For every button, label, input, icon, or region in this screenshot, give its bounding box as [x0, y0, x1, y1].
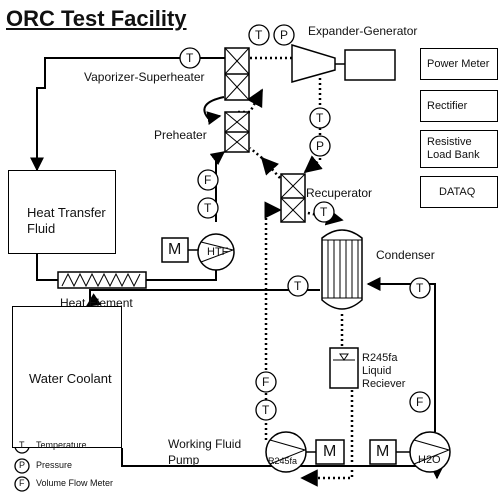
h2o-pump	[409, 431, 451, 473]
dataq-box: DATAQ	[420, 176, 498, 208]
rectifier-box: Rectifier	[420, 90, 498, 122]
heat-transfer-fluid-block: Heat Transfer Fluid	[8, 170, 116, 254]
working-fluid-pump-label: Working Fluid Pump	[168, 437, 242, 467]
heat-transfer-fluid-label: Heat Transfer Fluid	[27, 205, 106, 236]
heat-element	[57, 271, 147, 289]
expander	[291, 43, 336, 83]
legend-pressure-text: Pressure	[36, 460, 73, 470]
temp-sensor-water-out: T	[294, 279, 302, 293]
expander-generator-label: Expander-Generator	[308, 24, 418, 38]
vaporizer-superheater-label: Vaporizer-Superheater	[84, 70, 205, 84]
temp-sensor-expander-in: T	[255, 28, 263, 42]
h2o-motor-label: M	[376, 443, 390, 460]
pressure-sensor-expander-out: P	[316, 139, 325, 153]
r245fa-pump	[265, 431, 307, 473]
r245fa-motor-label: M	[323, 443, 337, 460]
condenser-label: Condenser	[376, 248, 435, 262]
receiver-tank	[329, 347, 359, 389]
temp-sensor-recuperator: T	[320, 205, 328, 219]
htf-pump	[197, 233, 235, 271]
generator	[344, 49, 396, 81]
htf-motor-label: M	[168, 241, 182, 258]
temp-sensor-htf-return: T	[204, 201, 212, 215]
r245fa-pump-label: R245fa	[268, 456, 298, 466]
legend-temperature-text: Temperature	[36, 440, 87, 450]
resistive-load-bank-box: Resistive Load Bank	[420, 130, 498, 168]
temp-sensor-r245fa: T	[262, 403, 270, 417]
condenser	[321, 229, 363, 310]
legend-temperature-symbol: T	[19, 440, 25, 450]
htf-loop-lines	[30, 57, 230, 281]
legend-pressure-symbol: P	[19, 460, 26, 470]
h2o-pump-label: H2O	[418, 454, 441, 466]
flow-sensor-water: F	[416, 395, 424, 409]
temp-sensor-water-in: T	[416, 281, 424, 295]
temp-sensor-expander-out: T	[316, 111, 324, 125]
instrument-circles	[14, 24, 431, 492]
recuperator-label: Recuperator	[306, 186, 373, 200]
power-meter-box: Power Meter	[420, 48, 498, 80]
water-coolant-label: Water Coolant	[29, 371, 112, 386]
pressure-sensor-expander-in: P	[280, 28, 289, 42]
temp-sensor-htf-supply: T	[186, 51, 194, 65]
preheater	[224, 111, 250, 153]
preheater-label: Preheater	[154, 128, 207, 142]
recuperator-exchanger	[280, 173, 306, 223]
working-fluid-lines	[238, 56, 354, 487]
flow-sensor-htf: F	[204, 173, 212, 187]
water-coolant-block: Water Coolant	[12, 306, 122, 448]
flow-sensor-r245fa: F	[262, 375, 270, 389]
htf-pump-label: HTF	[207, 246, 229, 258]
legend-flow-symbol: F	[19, 478, 25, 488]
htf-motor	[161, 237, 189, 263]
receiver-label: R245fa Liquid Reciever	[362, 352, 406, 390]
page-title: ORC Test Facility	[6, 6, 187, 31]
vaporizer-superheater	[224, 47, 250, 101]
legend-flow-text: Volume Flow Meter	[36, 478, 114, 488]
